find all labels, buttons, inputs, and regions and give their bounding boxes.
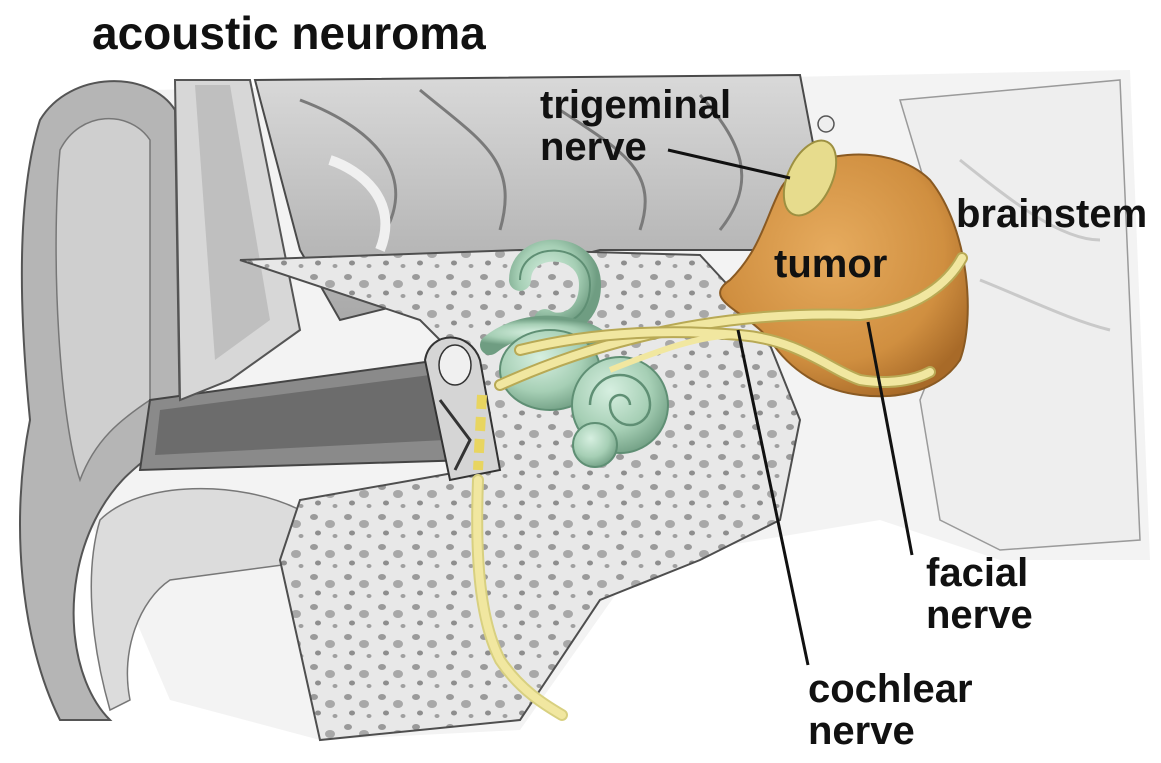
label-trigeminal-line-2: nerve — [540, 126, 731, 168]
label-trigeminal-line-1: trigeminal — [540, 84, 731, 126]
label-facial-nerve: facial nerve — [926, 552, 1033, 636]
label-facial-line-1: facial — [926, 552, 1033, 594]
label-cochlear-line-2: nerve — [808, 710, 973, 752]
label-cochlear-line-1: cochlear — [808, 668, 973, 710]
label-brainstem: brainstem — [956, 194, 1147, 234]
label-facial-line-2: nerve — [926, 594, 1033, 636]
diagram-title: acoustic neuroma — [92, 10, 486, 56]
label-cochlear-nerve: cochlear nerve — [808, 668, 973, 752]
label-tumor: tumor — [774, 244, 887, 284]
label-trigeminal-nerve: trigeminal nerve — [540, 84, 731, 168]
